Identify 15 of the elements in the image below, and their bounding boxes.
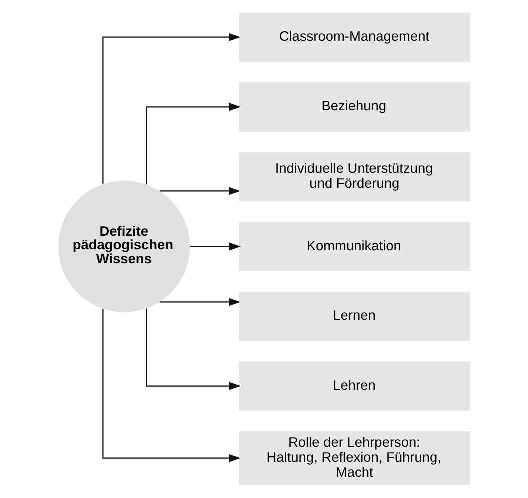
arrow — [159, 187, 240, 196]
node-box: Classroom-Management — [238, 12, 470, 62]
node-box: Kommunikation — [238, 222, 470, 272]
arrow — [102, 309, 240, 462]
arrow — [190, 242, 240, 251]
node-box: Beziehung — [238, 82, 470, 132]
node-box: Rolle der Lehrperson: Haltung, Reflexion, Führung, Macht — [238, 431, 470, 486]
arrow — [146, 308, 240, 390]
arrow — [146, 103, 240, 185]
arrow — [102, 33, 240, 184]
node-circle: Defizite pädagogischen Wissens — [58, 180, 190, 312]
arrow — [159, 298, 240, 306]
node-box: Individuelle Unterstützung und Förderung — [238, 152, 470, 202]
node-box: Lehren — [238, 362, 470, 411]
node-box: Lernen — [238, 292, 470, 342]
